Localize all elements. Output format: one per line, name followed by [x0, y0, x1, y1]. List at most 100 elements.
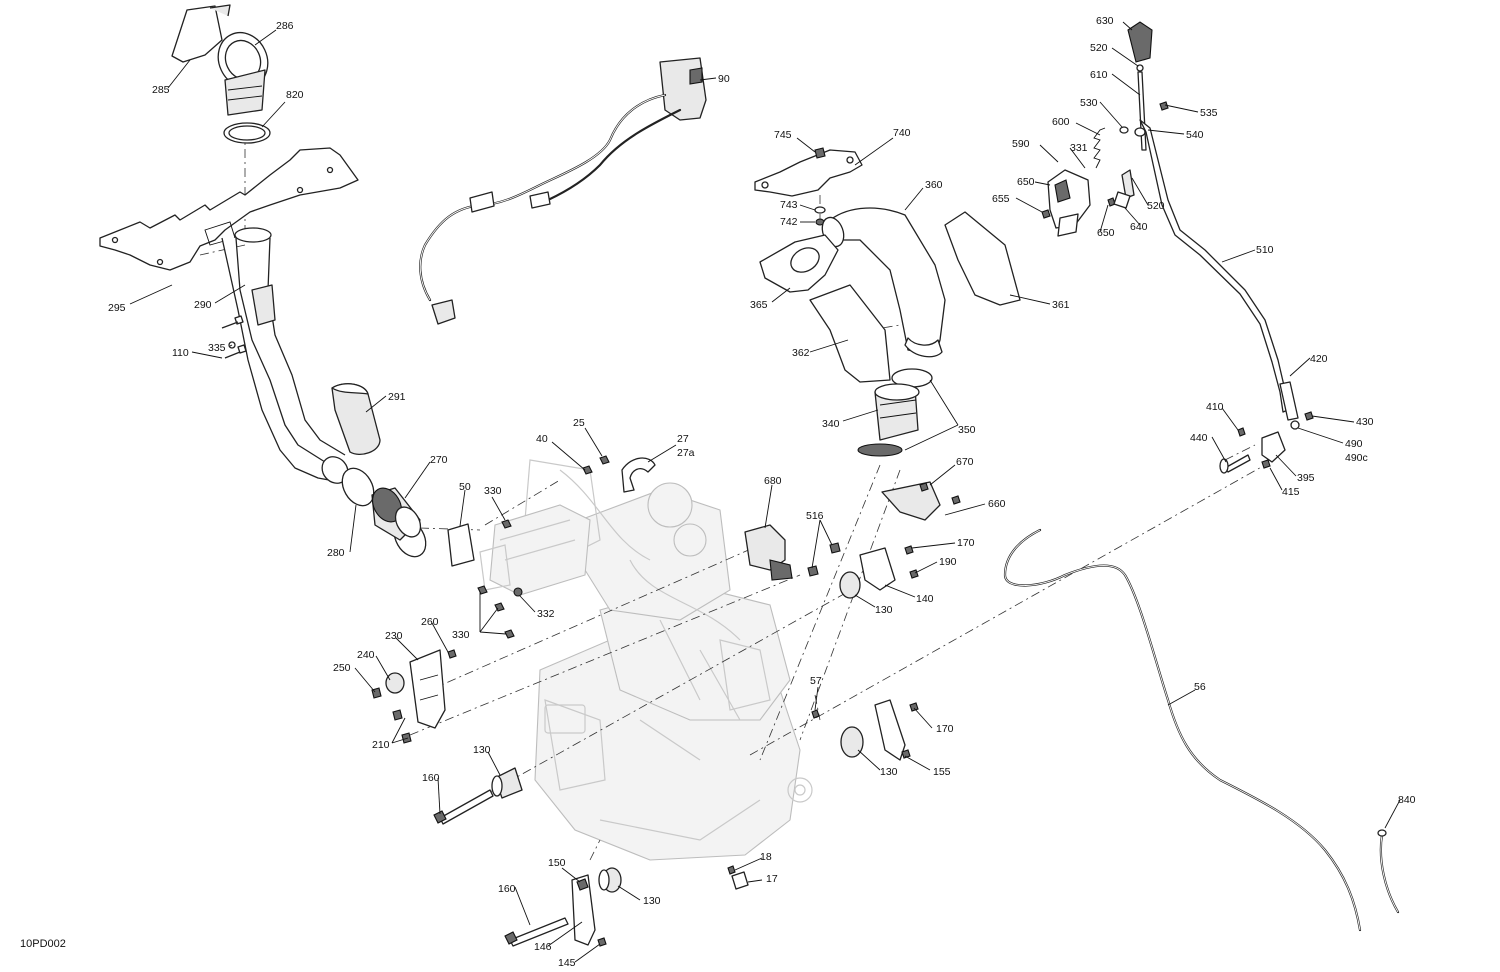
callout-331: 331: [1070, 142, 1088, 154]
callout-740: 740: [893, 127, 911, 139]
callout-240: 240: [357, 649, 375, 661]
callout-40: 40: [536, 433, 548, 445]
callout-280: 280: [327, 547, 345, 559]
callout-90: 90: [718, 73, 730, 85]
callout-155: 155: [933, 766, 951, 778]
intake-elbow: [217, 32, 269, 116]
callout-630: 630: [1096, 15, 1114, 27]
engine-mount-140: [839, 545, 919, 599]
bracket-740: [754, 147, 863, 226]
callout-360: 360: [925, 179, 943, 191]
callout-290: 290: [194, 299, 212, 311]
shift-bracket-590: [1041, 169, 1131, 237]
rod-end: [1219, 381, 1314, 474]
callout-680: 680: [764, 475, 782, 487]
callout-250: 250: [333, 662, 351, 674]
callout-520-bottom: 520: [1147, 200, 1165, 212]
callout-510: 510: [1256, 244, 1274, 256]
callout-332: 332: [537, 608, 555, 620]
bracket-660: [881, 481, 961, 521]
callout-610: 610: [1090, 69, 1108, 81]
callout-130-b: 130: [473, 744, 491, 756]
callout-27a: 27a: [677, 447, 695, 459]
callout-820: 820: [286, 89, 304, 101]
callout-25: 25: [573, 417, 585, 429]
hose-elbow-27: [621, 457, 656, 493]
engine-mount-150: [504, 867, 622, 947]
callout-490: 490: [1345, 438, 1363, 450]
callout-27: 27: [677, 433, 689, 445]
callout-840: 840: [1398, 794, 1416, 806]
heat-shield-361: [944, 211, 1021, 306]
callout-160-b: 160: [498, 883, 516, 895]
engine-mount-155: [811, 699, 919, 761]
callout-labels: 285 286 820 295 290 110 335 291 270 280 …: [108, 15, 1416, 969]
shift-lever: [1119, 21, 1289, 413]
vent-hose-840: [1377, 829, 1400, 914]
callout-590: 590: [1012, 138, 1030, 150]
callout-670: 670: [956, 456, 974, 468]
callout-743: 743: [780, 199, 798, 211]
diagram-code: 10PD002: [20, 938, 66, 950]
callout-540: 540: [1186, 129, 1204, 141]
callout-420: 420: [1310, 353, 1328, 365]
duct-boot-365: [759, 234, 839, 293]
callout-650-right: 650: [1097, 227, 1115, 239]
callout-350: 350: [958, 424, 976, 436]
callout-270: 270: [430, 454, 448, 466]
callout-190: 190: [939, 556, 957, 568]
callout-330-bottom: 330: [452, 629, 470, 641]
callout-57: 57: [810, 675, 822, 687]
callout-535: 535: [1200, 107, 1218, 119]
intake-tube: [221, 227, 349, 484]
callout-56: 56: [1194, 681, 1206, 693]
callout-640: 640: [1130, 221, 1148, 233]
callout-745: 745: [774, 129, 792, 141]
callout-650-left: 650: [1017, 176, 1035, 188]
callout-365: 365: [750, 299, 768, 311]
callout-410: 410: [1206, 401, 1224, 413]
callout-146: 146: [534, 941, 552, 953]
callout-145: 145: [558, 957, 576, 969]
callout-230: 230: [385, 630, 403, 642]
callout-395: 395: [1297, 472, 1315, 484]
callout-516: 516: [806, 510, 824, 522]
callout-655: 655: [992, 193, 1010, 205]
callout-742: 742: [780, 216, 798, 228]
callout-50: 50: [459, 481, 471, 493]
callout-130-c: 130: [880, 766, 898, 778]
callout-286: 286: [276, 20, 294, 32]
callout-260: 260: [421, 616, 439, 628]
callout-150: 150: [548, 857, 566, 869]
callout-291: 291: [388, 391, 406, 403]
callout-335: 335: [208, 342, 226, 354]
vent-hose-56: [1003, 528, 1362, 932]
callout-130-d: 130: [643, 895, 661, 907]
callout-170-bottom: 170: [936, 723, 954, 735]
callout-362: 362: [792, 347, 810, 359]
hose-clamp-820: [223, 122, 271, 144]
mount-bolt-160a: [433, 767, 523, 825]
bolts-110-335: [221, 315, 247, 359]
callout-17: 17: [766, 873, 778, 885]
callout-170-top: 170: [957, 537, 975, 549]
callout-130-a: 130: [875, 604, 893, 616]
return-spring: [1093, 127, 1106, 169]
air-filter-340: [857, 368, 933, 457]
tube-sleeve: [331, 383, 381, 455]
callout-430: 430: [1356, 416, 1374, 428]
fasteners-40-25: [582, 455, 610, 475]
callout-285: 285: [152, 84, 170, 96]
callout-361: 361: [1052, 299, 1070, 311]
wiring-harness: [419, 57, 707, 325]
leader-lines: [129, 21, 1401, 963]
ecu-module: [479, 504, 591, 596]
callout-530: 530: [1080, 97, 1098, 109]
callout-415: 415: [1282, 486, 1300, 498]
callout-160-a: 160: [422, 772, 440, 784]
callout-340: 340: [822, 418, 840, 430]
heat-shield-362: [809, 284, 891, 383]
bracket-230: [371, 649, 457, 744]
callout-520-top: 520: [1090, 42, 1108, 54]
